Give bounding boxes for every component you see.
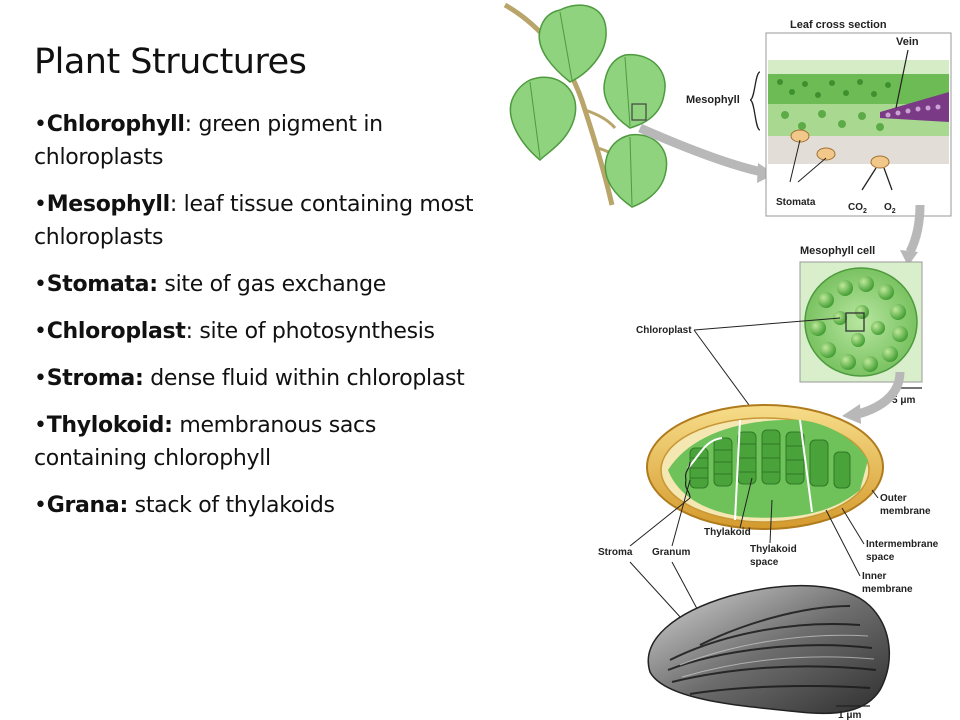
leaf-cross-section: Leaf cross section Vein Mesophyll Stomat… bbox=[686, 19, 952, 217]
bullet-item: •Chlorophyll: green pigment in chloropla… bbox=[34, 108, 489, 174]
zoom-arrow-2 bbox=[905, 204, 925, 255]
bullet-item: •Stomata: site of gas exchange bbox=[34, 268, 489, 301]
bullet-list: •Chlorophyll: green pigment in chloropla… bbox=[34, 108, 489, 536]
bullet-term: Stomata: bbox=[46, 272, 158, 297]
label-intermembrane-1: Intermembrane bbox=[866, 539, 939, 550]
bullet-description: green pigment in chloroplasts bbox=[34, 112, 383, 170]
label-chloroplast: Chloroplast bbox=[636, 325, 692, 336]
chloroplast-cutaway bbox=[646, 404, 884, 530]
bullet-description: site of gas exchange bbox=[164, 272, 386, 297]
leaf-branch-illustration bbox=[503, 2, 668, 208]
bullet-description: stack of thylakoids bbox=[134, 493, 335, 518]
bullet-separator: : bbox=[185, 319, 200, 344]
label-scale-5um: 5 μm bbox=[892, 395, 915, 406]
label-stomata: Stomata bbox=[776, 197, 816, 208]
label-thylakoid: Thylakoid bbox=[704, 527, 751, 538]
label-inner-membrane-1: Inner bbox=[862, 571, 887, 582]
bullet-description: dense fluid within chloroplast bbox=[150, 366, 465, 391]
label-thylakoid-space-1: Thylakoid bbox=[750, 544, 797, 555]
bullet-separator: : bbox=[184, 112, 199, 137]
label-inner-membrane-2: membrane bbox=[862, 584, 913, 595]
svg-text:O2: O2 bbox=[884, 202, 896, 215]
label-mesophyll: Mesophyll bbox=[686, 94, 740, 106]
bullet-marker: • bbox=[34, 112, 47, 137]
bullet-term: Mesophyll bbox=[46, 192, 170, 217]
bullet-term: Stroma: bbox=[46, 366, 144, 391]
bullet-description: site of photosynthesis bbox=[199, 319, 435, 344]
label-leaf-cross-section: Leaf cross section bbox=[790, 19, 887, 31]
bullet-marker: • bbox=[34, 319, 47, 344]
bullet-term: Thylokoid: bbox=[46, 413, 173, 438]
label-outer-membrane-2: membrane bbox=[880, 506, 931, 517]
bullet-separator: : bbox=[169, 192, 184, 217]
label-stroma: Stroma bbox=[598, 547, 633, 558]
bullet-item: •Mesophyll: leaf tissue containing most … bbox=[34, 188, 489, 254]
bullet-item: •Thylokoid: membranous sacs containing c… bbox=[34, 409, 489, 475]
bullet-marker: • bbox=[34, 366, 47, 391]
bullet-marker: • bbox=[34, 413, 47, 438]
bullet-separator bbox=[128, 493, 135, 518]
bullet-term: Grana: bbox=[46, 493, 129, 518]
plant-structure-diagram: Leaf cross section Vein Mesophyll Stomat… bbox=[503, 2, 952, 720]
bullet-description: leaf tissue containing most chloroplasts bbox=[34, 192, 474, 250]
bullet-marker: • bbox=[34, 272, 47, 297]
label-granum: Granum bbox=[652, 547, 690, 558]
bullet-term: Chlorophyll bbox=[46, 112, 185, 137]
label-outer-membrane-1: Outer bbox=[880, 493, 907, 504]
label-o2: O bbox=[884, 202, 892, 213]
bullet-item: •Stroma: dense fluid within chloroplast bbox=[34, 362, 489, 395]
slide-title: Plant Structures bbox=[34, 42, 307, 82]
bullet-marker: • bbox=[34, 493, 47, 518]
svg-text:CO2: CO2 bbox=[848, 202, 867, 215]
chloroplast-micrograph: 1 μm bbox=[647, 584, 891, 720]
zoom-arrow-1 bbox=[638, 123, 763, 177]
bullet-item: •Chloroplast: site of photosynthesis bbox=[34, 315, 489, 348]
bullet-description: membranous sacs containing chlorophyll bbox=[34, 413, 377, 471]
label-thylakoid-space-2: space bbox=[750, 557, 779, 568]
bullet-marker: • bbox=[34, 192, 47, 217]
label-co2: CO bbox=[848, 202, 863, 213]
label-mesophyll-cell: Mesophyll cell bbox=[800, 245, 875, 257]
label-intermembrane-2: space bbox=[866, 552, 895, 563]
bullet-term: Chloroplast bbox=[46, 319, 186, 344]
bullet-item: •Grana: stack of thylakoids bbox=[34, 489, 489, 522]
label-scale-1um: 1 μm bbox=[838, 710, 861, 720]
label-vein: Vein bbox=[896, 36, 919, 48]
zoom-arrow-3 bbox=[856, 371, 905, 419]
mesophyll-cell: Mesophyll cell 5 μm bbox=[799, 245, 923, 406]
